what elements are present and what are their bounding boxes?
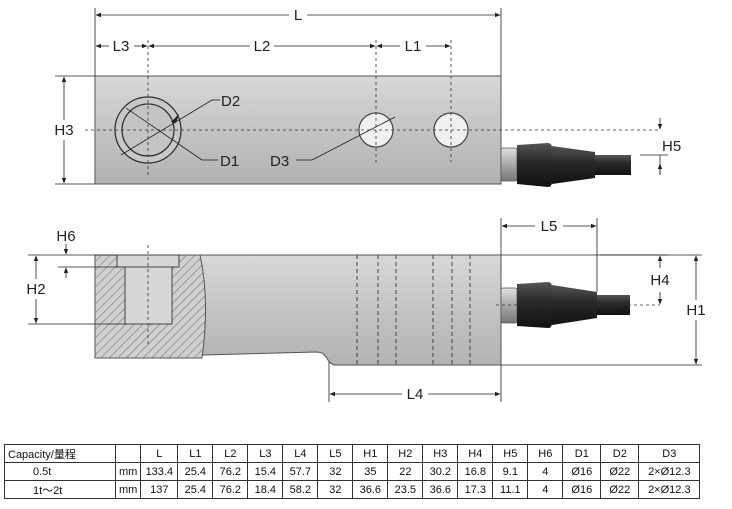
top-view: [85, 40, 668, 187]
spec-table: Capacity/量程 L L1 L2 L3 L4 L5 H1 H2 H3 H4…: [4, 444, 701, 499]
label-H4: H4: [650, 272, 669, 289]
table-header-cell: L4: [282, 444, 319, 463]
table-header-cell: H6: [527, 444, 564, 463]
table-cell: 137: [140, 480, 179, 499]
label-L5: L5: [541, 218, 558, 235]
table-header-cell: L: [140, 444, 179, 463]
table-row: 1t～2t mm 137 25.4 76.2 18.4 58.2 32 36.6…: [4, 480, 701, 499]
label-H1: H1: [686, 302, 705, 319]
table-cell: 0.5t: [4, 462, 116, 481]
table-cell: 16.8: [457, 462, 494, 481]
table-cell: 4: [527, 480, 564, 499]
table-header-cell: H4: [457, 444, 494, 463]
table-cell: 23.5: [387, 480, 424, 499]
table-cell: 36.6: [352, 480, 389, 499]
label-L1: L1: [405, 38, 422, 55]
cable-gland-top: [517, 143, 552, 187]
table-header-cell: H1: [352, 444, 389, 463]
table-cell: 58.2: [282, 480, 319, 499]
table-cell: 32: [317, 462, 354, 481]
table-cell: 32: [317, 480, 354, 499]
table-cell: 17.3: [457, 480, 494, 499]
table-header-row: Capacity/量程 L L1 L2 L3 L4 L5 H1 H2 H3 H4…: [4, 444, 701, 463]
table-cell: 25.4: [177, 462, 214, 481]
cable-top: [595, 155, 631, 175]
table-header-cell: H2: [387, 444, 424, 463]
label-H2: H2: [26, 281, 45, 298]
table-header-cell: H3: [422, 444, 459, 463]
table-header-cell: [114, 444, 142, 463]
table-cell: 36.6: [422, 480, 459, 499]
table-cell: Ø16: [562, 462, 602, 481]
table-cell: 15.4: [247, 462, 284, 481]
label-L3: L3: [113, 38, 130, 55]
label-D1: D1: [220, 153, 239, 170]
table-cell: Ø22: [600, 462, 640, 481]
table-cell: mm: [114, 462, 142, 481]
label-L4: L4: [407, 386, 424, 403]
table-cell: 76.2: [212, 462, 249, 481]
table-row: 0.5t mm 133.4 25.4 76.2 15.4 57.7 32 35 …: [4, 462, 701, 481]
table-cell: 22: [387, 462, 424, 481]
table-header-cell: D3: [638, 444, 701, 463]
table-header-cell: D1: [562, 444, 602, 463]
cable-nut-top: [500, 147, 518, 182]
table-header-cell: Capacity/量程: [4, 444, 116, 463]
table-cell: 1t～2t: [4, 480, 116, 499]
table-cell: 25.4: [177, 480, 214, 499]
table-header-cell: L2: [212, 444, 249, 463]
table-cell: Ø16: [562, 480, 602, 499]
label-L2: L2: [254, 38, 271, 55]
table-header-cell: L3: [247, 444, 284, 463]
table-header-cell: L1: [177, 444, 214, 463]
label-H3: H3: [54, 122, 73, 139]
cable-side: [597, 295, 630, 315]
dimensions: L L3 L2 L1 H3 D2 D1 D3 H5: [26, 7, 705, 403]
table-cell: 2×Ø12.3: [638, 462, 701, 481]
table-cell: mm: [114, 480, 142, 499]
label-D2: D2: [221, 93, 240, 110]
table-cell: 57.7: [282, 462, 319, 481]
table-cell: 133.4: [140, 462, 179, 481]
table-cell: 35: [352, 462, 389, 481]
table-header-cell: L5: [317, 444, 354, 463]
label-H6: H6: [56, 228, 75, 245]
table-cell: 9.1: [492, 462, 529, 481]
table-header-cell: H5: [492, 444, 529, 463]
table-cell: 4: [527, 462, 564, 481]
table-cell: Ø22: [600, 480, 640, 499]
table-cell: 2×Ø12.3: [638, 480, 701, 499]
table-cell: 30.2: [422, 462, 459, 481]
side-view: [94, 245, 660, 366]
cable-nut-side: [500, 287, 518, 324]
table-cell: 11.1: [492, 480, 529, 499]
label-D3: D3: [270, 153, 289, 170]
label-L: L: [294, 7, 302, 24]
table-header-cell: D2: [600, 444, 640, 463]
table-cell: 76.2: [212, 480, 249, 499]
load-cell-drawing: L L3 L2 L1 H3 D2 D1 D3 H5: [26, 7, 705, 403]
label-H5: H5: [662, 138, 681, 155]
table-cell: 18.4: [247, 480, 284, 499]
